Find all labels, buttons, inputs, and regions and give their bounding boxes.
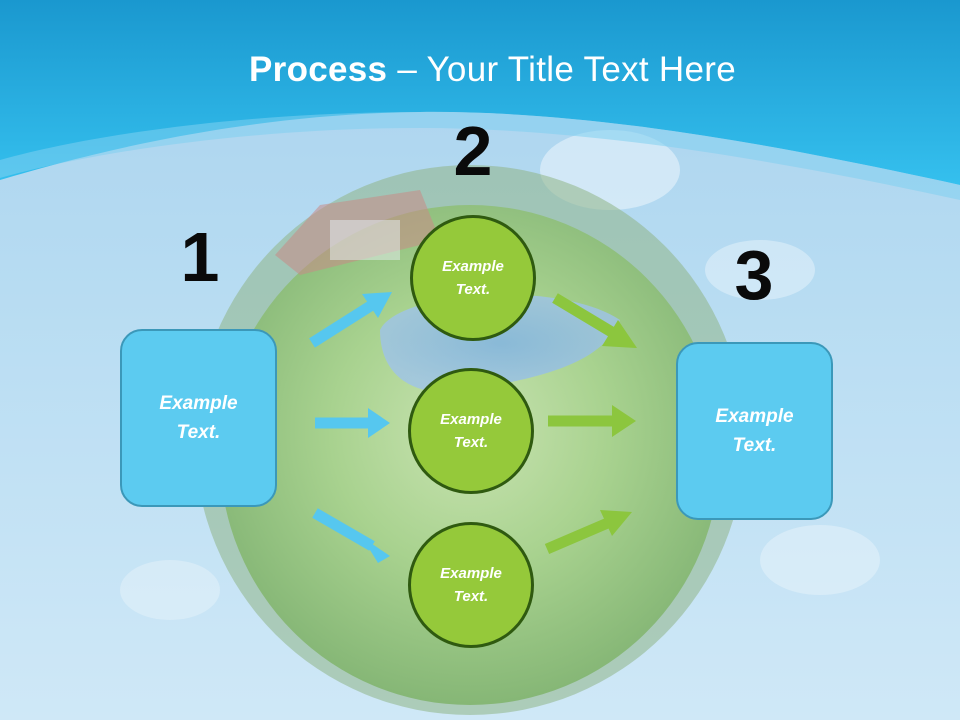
- step-2-circle-top[interactable]: Example Text.: [410, 215, 536, 341]
- step-number-3: 3: [734, 236, 774, 314]
- step-3-text-line1: Example: [715, 406, 794, 427]
- slide-title: Process – Your Title Text Here: [0, 50, 960, 90]
- title-bold: Process: [249, 50, 388, 89]
- blue-arrow-right: [315, 408, 390, 438]
- step-1-text-line2: Text.: [176, 422, 221, 443]
- green-arrow-down: [552, 293, 637, 348]
- blue-arrow-down: [312, 508, 390, 563]
- title-rest: – Your Title Text Here: [387, 50, 736, 89]
- circle-middle-text-line2: Text.: [453, 434, 489, 451]
- green-arrow-up: [544, 510, 632, 555]
- circle-middle-text-line1: Example: [440, 411, 502, 428]
- step-2-circle-bottom[interactable]: Example Text.: [408, 522, 534, 648]
- step-1-box[interactable]: Example Text.: [120, 329, 277, 507]
- step-number-1: 1: [180, 218, 220, 296]
- step-1-text-line1: Example: [159, 393, 238, 414]
- green-arrow-right: [548, 405, 636, 437]
- step-number-2: 2: [453, 112, 493, 190]
- step-2-circle-middle[interactable]: Example Text.: [408, 368, 534, 494]
- step-3-text-line2: Text.: [732, 435, 777, 456]
- blue-arrow-up: [309, 292, 392, 348]
- circle-top-text-line2: Text.: [455, 281, 491, 298]
- circle-bottom-text-line1: Example: [440, 565, 502, 582]
- circle-bottom-text-line2: Text.: [453, 588, 489, 605]
- step-3-box[interactable]: Example Text.: [676, 342, 833, 520]
- circle-top-text-line1: Example: [442, 258, 504, 275]
